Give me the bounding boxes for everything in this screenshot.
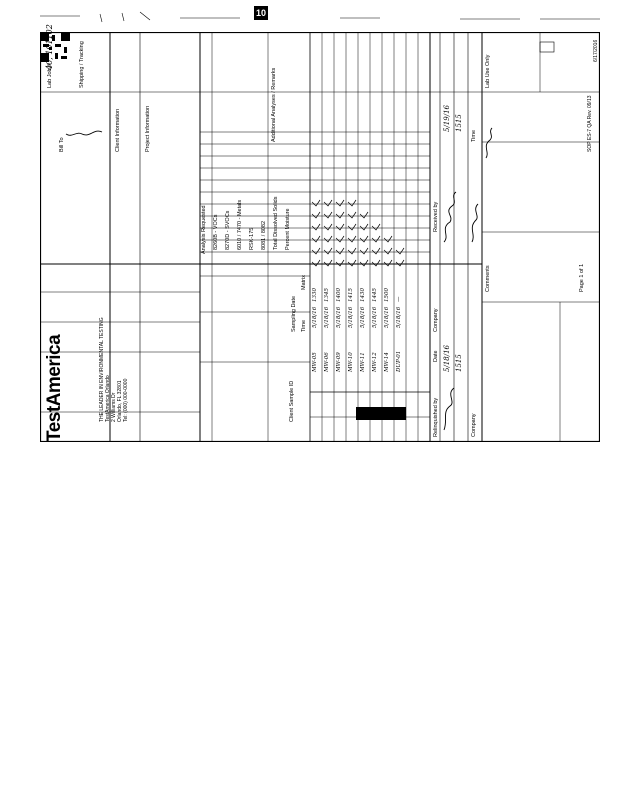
analysis-header: Analysis Requested: [201, 205, 207, 254]
project-info-label: Project Information: [145, 105, 151, 152]
sample-date: 5/18/16: [312, 306, 318, 328]
sample-date: 5/18/16: [360, 306, 366, 328]
analysis-2: 8270D - SVOCs: [225, 210, 231, 250]
relinquish-time-2: 1515: [455, 114, 463, 132]
signature-scribbles: [65, 127, 493, 431]
analysis-check-marks: [311, 199, 405, 267]
sampling-time-header: Time: [301, 319, 307, 332]
client-info-label: Client Information: [115, 108, 121, 152]
form-grid: [40, 32, 600, 442]
sample-time: —: [396, 296, 402, 303]
sample-date: 5/18/16: [324, 306, 330, 328]
sample-date: 5/18/16: [372, 306, 378, 328]
sample-id: MW-10: [348, 352, 354, 372]
sample-time: 1430: [360, 288, 366, 302]
chain-of-custody-form: Client Information Project Information B…: [40, 24, 600, 442]
redaction-bar: [356, 407, 406, 420]
page-number-badge: 10: [254, 6, 268, 20]
sample-id: MW-05: [312, 352, 318, 372]
sample-time: 1400: [336, 288, 342, 302]
brand-logo-text: TestAmerica: [44, 334, 65, 442]
lab-address-line-4: Tel: (000) 000-0000: [123, 378, 129, 422]
relinquish-date-1: 5/18/16: [443, 345, 451, 372]
page-count: Page 1 of 1: [579, 263, 585, 292]
sample-date: 5/18/16: [396, 306, 402, 328]
date-stamp: 6/17/2016: [593, 39, 599, 62]
relinquished-by-label: Relinquished by: [433, 397, 439, 437]
lab-use-label: Lab Use Only: [485, 54, 491, 88]
analysis-3: 6010 / 7470 - Metals: [237, 199, 243, 250]
scan-noise: [40, 11, 600, 23]
received-by-label: Received by: [433, 201, 439, 232]
relinquish-company-label: Company: [433, 308, 439, 332]
matrix-header: Matrix: [301, 275, 307, 290]
sample-id: MW-14: [384, 352, 390, 372]
sample-date: 5/18/16: [336, 306, 342, 328]
sample-id-header: Client Sample ID: [289, 380, 295, 422]
sample-time: 1330: [312, 288, 318, 302]
relinquish-date-label: Date: [433, 350, 439, 362]
sample-time: 1445: [372, 288, 378, 302]
remarks-label: Additional Analyses / Remarks: [271, 67, 277, 142]
sample-time: 1500: [384, 288, 390, 302]
sample-id: DUP-01: [396, 350, 402, 372]
analysis-5: 8081 / 8082: [261, 220, 267, 250]
qr-code: [40, 32, 70, 62]
relinquish-time-1: 1515: [455, 354, 463, 372]
relinquish-date-2: 5/19/16: [443, 105, 451, 132]
comments-label: Comments: [485, 265, 491, 292]
received-time-label: Time: [471, 129, 477, 142]
bill-to-label: Bill To: [59, 137, 65, 152]
analysis-6: Total Dissolved Solids: [273, 196, 279, 251]
received-company-label: Company: [471, 413, 477, 437]
sample-time: 1415: [348, 288, 354, 302]
sample-id: MW-09: [336, 352, 342, 372]
sampling-date-header: Sampling Date: [291, 295, 297, 332]
analysis-7: Percent Moisture: [285, 208, 291, 250]
sample-date: 5/18/16: [348, 306, 354, 328]
form-code: SOP ES-7 QA Rev. 09/13: [587, 95, 593, 152]
analysis-4: RSK-175: [249, 227, 255, 250]
sample-id: MW-06: [324, 352, 330, 372]
lab-job-number: 40, 101102: [45, 24, 54, 70]
sample-time: 1345: [324, 288, 330, 302]
sample-date: 5/18/16: [384, 306, 390, 328]
sample-id: MW-12: [372, 352, 378, 372]
shipping-label: Shipping / Tracking: [79, 41, 85, 88]
analysis-1: 8260B - VOCs: [213, 214, 219, 250]
sample-id: MW-11: [360, 352, 366, 372]
